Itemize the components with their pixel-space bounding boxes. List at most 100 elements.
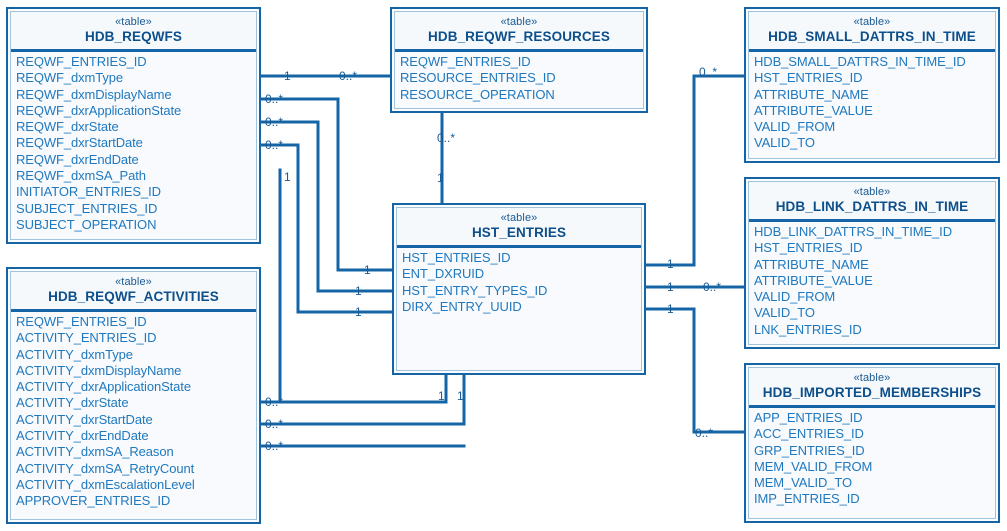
table-attribute: IMP_ENTRIES_ID [754,491,860,507]
table-attribute: REQWF_dxmDisplayName [16,86,172,102]
connector-activities-hst-a[interactable] [259,373,448,404]
table-header: «table»HST_ENTRIES [397,208,641,248]
connector-reqwfs-hst-a[interactable] [259,97,394,272]
table-attribute: ACTIVITY_dxmEscalationLevel [16,476,195,492]
table-attribute: SUBJECT_ENTRIES_ID [16,200,158,216]
table-attribute: HDB_LINK_DATTRS_IN_TIME_ID [754,224,952,239]
table-attribute: DIRX_ENTRY_UUID [402,298,522,314]
table-attribute: MEM_VALID_TO [754,475,853,491]
table-attribute: LNK_ENTRIES_ID [754,321,862,337]
table-header: «table»HDB_REQWFS [11,12,256,52]
multiplicity-label: 1 [438,389,445,403]
multiplicity-label: 0..* [339,69,358,83]
table-attribute: ACTIVITY_dxmSA_Reason [16,444,174,460]
table-header: «table»HDB_REQWF_RESOURCES [395,12,643,52]
multiplicity-label: 1 [284,69,291,83]
table-attribute: ACTIVITY_dxmSA_RetryCount [16,460,195,476]
table-stereotype: «table» [115,276,152,288]
multiplicity-label: 1 [355,305,362,319]
multiplicity-label: 1 [457,389,464,403]
table-header: «table»HDB_SMALL_DATTRS_IN_TIME [749,12,995,52]
table-attribute: SUBJECT_OPERATION [16,216,157,232]
table-attribute: ATTRIBUTE_NAME [754,86,869,102]
table-attribute: REQWF_dxrEndDate [16,151,139,167]
table-attribute: REQWF_dxmType [16,70,124,86]
table-attribute: REQWF_ENTRIES_ID [16,54,147,69]
multiplicity-label: 0..* [265,138,284,152]
connector-activities-hst-b[interactable] [259,373,466,426]
multiplicity-label: 1 [437,171,444,185]
table-attribute: REQWF_dxrStartDate [16,135,143,151]
table-title: HST_ENTRIES [471,225,567,240]
table-header: «table»HDB_REQWF_ACTIVITIES [11,272,256,312]
connector-reqwfs-hst-b[interactable] [259,120,394,293]
table-frame: «table»HDB_REQWF_RESOURCES REQWF_ENTRIES_… [394,11,644,109]
table-hdb_reqwf_resources[interactable]: «table»HDB_REQWF_RESOURCES REQWF_ENTRIES_… [390,7,648,113]
multiplicity-label: 0..* [265,439,284,453]
table-attribute: REQWF_ENTRIES_ID [400,54,531,69]
table-title: HDB_REQWFS [84,29,182,44]
table-attribute: INITIATOR_ENTRIES_ID [16,184,161,200]
table-attribute: APPROVER_ENTRIES_ID [16,493,171,509]
table-title: HDB_LINK_DATTRS_IN_TIME [775,199,969,214]
table-attribute: REQWF_dxmSA_Path [16,168,146,184]
table-header: «table»HDB_IMPORTED_MEMBERSHIPS [749,368,995,408]
table-attribute: ACTIVITY_dxrEndDate [16,428,149,444]
table-attribute: HST_ENTRIES_ID [402,250,511,265]
multiplicity-label: 1 [284,170,291,184]
multiplicity-label: 0..* [699,65,718,79]
multiplicity-label: 1 [667,302,674,316]
connector-hst-imported-memberships[interactable] [644,307,746,434]
table-stereotype: «table» [500,212,538,224]
multiplicity-label: 0..* [703,280,722,294]
table-attribute: VALID_TO [754,305,815,321]
table-attribute: ACC_ENTRIES_ID [754,426,864,442]
table-attribute: ATTRIBUTE_NAME [754,256,869,272]
multiplicity-label: 0..* [265,395,284,409]
connector-reqwfs-hst-c[interactable] [259,143,394,314]
connector-hst-small-dattrs[interactable] [644,74,746,267]
multiplicity-label: 1 [364,263,371,277]
table-attribute: REQWF_dxrApplicationState [16,102,182,118]
table-title: HDB_SMALL_DATTRS_IN_TIME [768,29,976,44]
table-header: «table»HDB_LINK_DATTRS_IN_TIME [749,182,995,222]
connector-reqwfs-activities[interactable] [259,168,282,404]
table-title: HDB_IMPORTED_MEMBERSHIPS [762,385,982,400]
table-attribute: ACTIVITY_dxrState [16,395,129,411]
table-attribute: ENT_DXRUID [402,266,485,282]
table-attribute: ATTRIBUTE_VALUE [754,102,873,118]
table-attribute: ACTIVITY_dxmType [16,346,133,362]
table-title: HDB_REQWF_ACTIVITIES [48,289,219,304]
multiplicity-label: 0..* [695,426,714,440]
table-attribute: APP_ENTRIES_ID [754,410,863,425]
table-attribute: VALID_TO [754,135,815,151]
table-stereotype: «table» [500,16,538,28]
multiplicity-label: 1 [667,257,674,271]
table-stereotype: «table» [853,186,891,198]
table-attribute: ACTIVITY_ENTRIES_ID [16,330,157,346]
table-attribute: HST_ENTRIES_ID [754,240,863,256]
table-attribute: VALID_FROM [754,119,836,135]
table-attribute: RESOURCE_ENTRIES_ID [400,70,556,86]
table-attribute: VALID_FROM [754,289,836,305]
table-attribute: REQWF_dxrState [16,119,119,135]
table-stereotype: «table» [115,16,152,28]
